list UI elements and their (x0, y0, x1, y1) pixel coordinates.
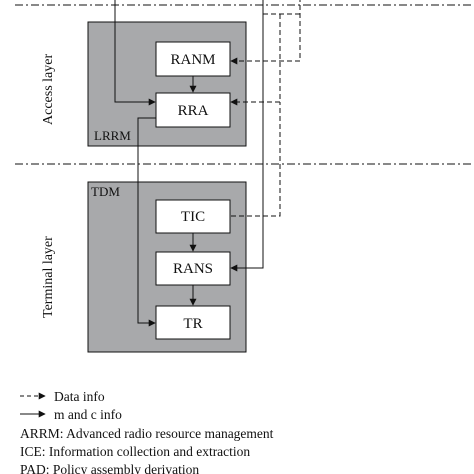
top-to-rra-link (114, 0, 156, 106)
legend-mc-info: m and c info (54, 407, 122, 422)
legend-ice: ICE: Information collection and extracti… (20, 444, 250, 459)
tr-box (155, 305, 231, 340)
legend-pad: PAD: Policy assembly derivation (20, 462, 199, 474)
ranm-label: RANM (170, 52, 215, 68)
legend-arrm: ARRM: Advanced radio resource management (20, 426, 274, 441)
tic-label: TIC (181, 209, 205, 225)
legend-data-info: Data info (54, 389, 105, 404)
rans-box (155, 251, 231, 286)
tdm-label: TDM (91, 184, 120, 199)
terminal-layer-label: Terminal layer (41, 236, 56, 318)
top-to-rans-link (230, 0, 264, 272)
rans-label: RANS (173, 261, 213, 277)
rra-box (155, 92, 231, 128)
tic-data-link (231, 102, 281, 217)
ranm-data-link (231, 0, 301, 62)
lrrm-label: LRRM (94, 128, 131, 143)
rra-to-tr-link (137, 117, 156, 327)
access-layer-label: Access layer (41, 54, 56, 125)
rra-label: RRA (178, 103, 209, 119)
tr-label: TR (183, 316, 202, 332)
